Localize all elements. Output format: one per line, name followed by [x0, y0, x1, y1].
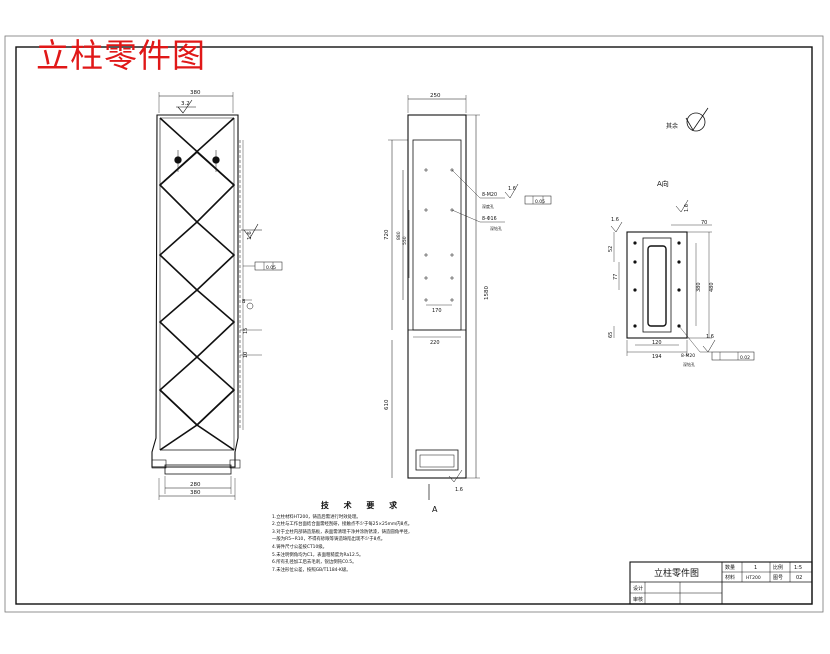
detail-view-labels: 其余 A向 1.6 1.6 70 52 77 65 380 480 120 19…: [608, 122, 750, 367]
side-roughness-top: 1.6: [508, 186, 516, 192]
technical-requirements: 技 术 要 求 1.立柱材料HT200，铸造后需进行时效处理。 2.立柱与工作台面…: [272, 502, 542, 574]
title-block-labels: 立柱零件图 数量 1 比例 1:5 材料 HT200 图号 02 设计 审核: [633, 564, 802, 603]
inner-border: [15, 46, 813, 605]
front-dim-bottom-outer: 380: [190, 490, 201, 496]
qty-label: 数量: [725, 564, 735, 571]
detail-pos-tol: 0.02: [740, 355, 750, 361]
notes-title: 技 术 要 求: [320, 501, 404, 510]
drawing-no-value: 02: [796, 575, 802, 581]
check-label: 审核: [633, 596, 643, 603]
material-label: 材料: [725, 574, 735, 581]
side-hole-note: 8-Φ16: [482, 216, 497, 222]
detail-r-top: 1.6: [684, 204, 690, 212]
detail-dim-120: 120: [652, 340, 662, 346]
side-dim-880: 880: [396, 231, 402, 240]
notes-list: 1.立柱材料HT200，铸造后需进行时效处理。 2.立柱与工作台面结合面需经刮研，…: [272, 514, 542, 575]
front-dim-10: 10: [243, 352, 249, 358]
front-roughness-side: 1.6: [247, 231, 253, 240]
front-roughness: 3.2: [181, 101, 190, 107]
detail-dim-194: 194: [652, 354, 662, 360]
material-value: HT200: [746, 575, 761, 581]
drawing-no-label: 图号: [773, 575, 783, 581]
note-item: 5.未注明倒角均为C1，表面粗糙度为Ra12.5。: [272, 552, 364, 558]
side-dim-220: 220: [430, 340, 440, 346]
side-pos-tol: 0.05: [535, 199, 545, 205]
note-item: 7.未注形位公差，按照GB/T1184-K级。: [272, 567, 351, 573]
front-dim-top: 380: [190, 90, 201, 96]
sheet-title: 立柱零件图: [36, 36, 206, 75]
detail-dim-70: 70: [701, 220, 707, 226]
detail-depth: 深钻孔: [683, 361, 695, 367]
side-thread-note: 8-M20: [482, 192, 497, 198]
note-item: 一般为R5~R10，不得有砂眼等铸造缺陷出现不少于8点。: [272, 537, 386, 543]
detail-dim-65: 65: [608, 332, 614, 338]
detail-r-left: 1.6: [611, 217, 619, 223]
note-item: 4.铸件尺寸公差按CT10级。: [272, 544, 328, 550]
side-view-labels: 250 720 880 550 1580 170 220 610 8-M20 深…: [384, 93, 545, 514]
front-view: [151, 92, 283, 500]
detail-dim-480: 480: [709, 282, 715, 292]
front-dim-bottom-inner: 280: [190, 482, 201, 488]
detail-view-title: A向: [657, 179, 669, 188]
front-view-labels: 380 3.2 1.6 0.05 B 15 10 280 380: [181, 90, 276, 496]
side-view-arrow: A: [432, 505, 438, 514]
detail-dim-52: 52: [608, 246, 614, 252]
note-item: 2.立柱与工作台面结合面需经刮研，接触点不少于每25×25mm内8点。: [272, 522, 413, 528]
side-dim-550: 550: [402, 236, 408, 245]
side-roughness-bottom: 1.6: [455, 487, 463, 493]
scale-value: 1:5: [794, 565, 802, 571]
side-dim-1580: 1580: [484, 286, 490, 300]
scale-label: 比例: [773, 564, 783, 571]
side-dim-top: 250: [430, 93, 441, 99]
design-label: 设计: [633, 585, 643, 592]
title-block: [629, 561, 813, 605]
side-view: [388, 95, 552, 500]
note-item: 1.立柱材料HT200，铸造后需进行时效处理。: [272, 514, 361, 520]
front-dim-15: 15: [243, 328, 249, 334]
side-thread-depth: 深度孔: [482, 203, 494, 209]
outer-border: [4, 35, 824, 613]
side-dim-170: 170: [432, 308, 442, 314]
title-block-name: 立柱零件图: [654, 567, 699, 579]
detail-roughness: 1.6: [706, 334, 714, 340]
side-hole-depth: 深钻孔: [490, 225, 502, 231]
note-item: 6.所有孔径加工后去毛刺，锐边倒钝C0.5。: [272, 560, 357, 566]
front-label-b: B: [242, 299, 246, 305]
detail-thread: 8-M20: [681, 353, 695, 359]
detail-dim-77: 77: [613, 274, 619, 280]
qty-value: 1: [754, 565, 757, 571]
front-tol-flat: 0.05: [266, 265, 276, 271]
side-dim-610: 610: [384, 399, 390, 410]
detail-view: [610, 107, 755, 361]
detail-others-label: 其余: [666, 122, 678, 130]
note-item: 3.对于立柱内部铸造筋板，表面需清理干净并涂防锈漆，铸造圆角半径，: [272, 529, 413, 535]
detail-dim-380: 380: [696, 282, 702, 292]
side-dim-720: 720: [384, 229, 390, 240]
